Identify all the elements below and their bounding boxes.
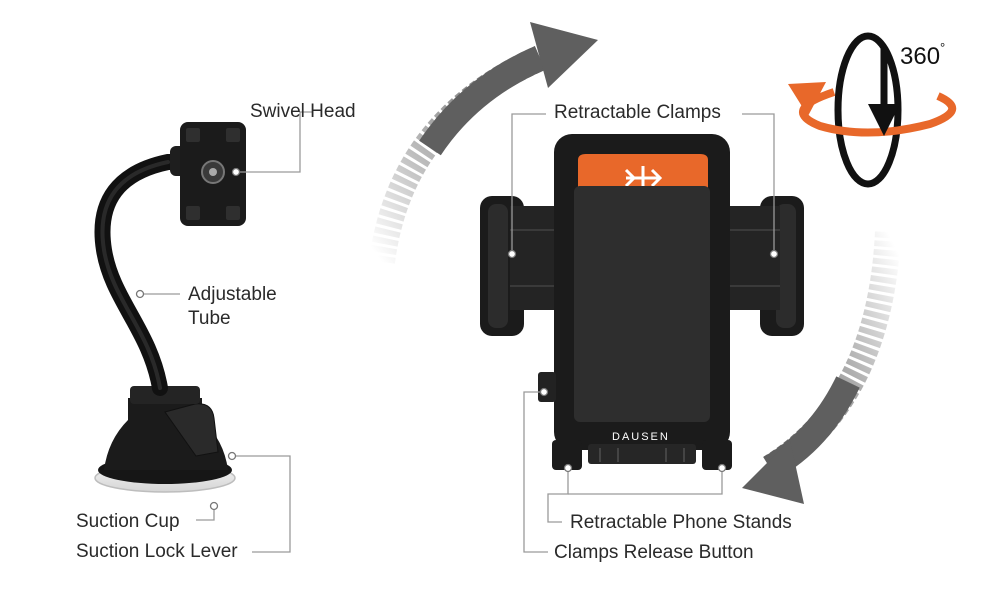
label-clamps-release-button: Clamps Release Button	[554, 542, 754, 563]
curved-arrow-icon	[369, 22, 598, 264]
label-adjustable-tube-line1: Adjustable	[188, 284, 277, 305]
phone-holder	[480, 134, 804, 470]
swivel-head	[180, 122, 246, 226]
label-retractable-phone-stands: Retractable Phone Stands	[570, 512, 792, 533]
phone-stands	[552, 440, 732, 470]
label-adjustable-tube: Adjustable Tube	[188, 283, 328, 331]
curved-arrow-icon-bottom	[742, 231, 901, 504]
label-suction-lock-lever: Suction Lock Lever	[76, 541, 238, 562]
rotation-degree-label: 360°	[900, 40, 945, 71]
rotate-360-icon	[788, 32, 956, 188]
gooseneck-mount	[94, 122, 246, 493]
leader-lines-right	[507, 113, 779, 553]
label-retractable-clamps: Retractable Clamps	[554, 102, 721, 123]
brand-name-text: DAUSEN	[612, 431, 670, 443]
leader-lines-left	[135, 111, 312, 553]
label-suction-cup: Suction Cup	[76, 511, 180, 532]
rotation-degree-value: 360	[900, 43, 941, 70]
phone-pad	[574, 186, 710, 422]
degree-symbol: °	[940, 40, 946, 55]
label-swivel-head: Swivel Head	[250, 101, 356, 122]
adjustable-tube	[94, 154, 198, 396]
label-adjustable-tube-line2: Tube	[188, 308, 231, 329]
clamps-release-button-shape	[538, 372, 556, 402]
